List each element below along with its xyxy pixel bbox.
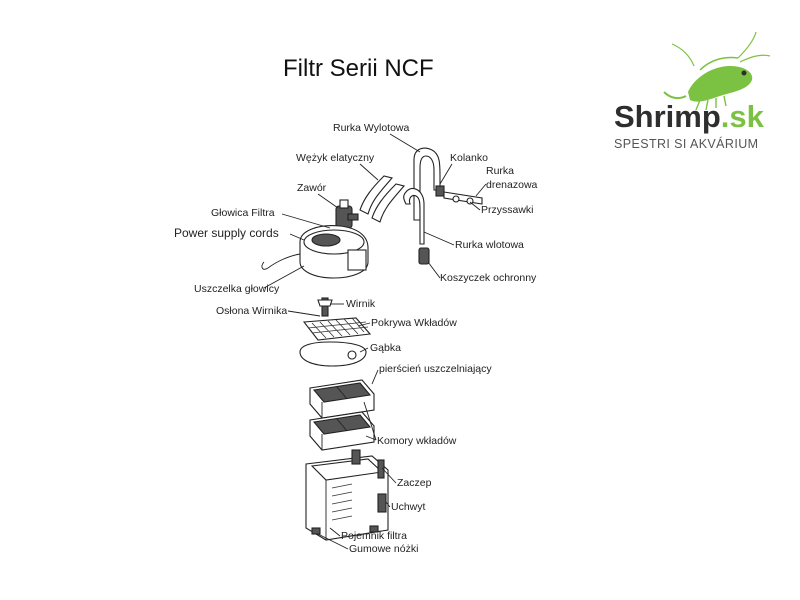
shrimp-icon bbox=[663, 31, 771, 111]
cartridge-cover bbox=[302, 317, 372, 341]
inlet-pipe bbox=[403, 187, 425, 245]
flexible-hoses bbox=[359, 175, 405, 223]
label-zawor: Zawór bbox=[297, 182, 327, 194]
label-pokrywa: Pokrywa Wkładów bbox=[371, 317, 457, 329]
intake-basket bbox=[418, 247, 430, 265]
label-nozki: Gumowe nóżki bbox=[349, 543, 418, 555]
filter-canister bbox=[305, 449, 389, 541]
label-wirnik: Wirnik bbox=[346, 298, 376, 310]
label-power: Power supply cords bbox=[174, 226, 279, 240]
impeller bbox=[317, 297, 333, 317]
label-rurka-wylotowa: Rurka Wylotowa bbox=[333, 122, 410, 134]
label-przyssawki: Przyssawki bbox=[481, 204, 534, 216]
label-glowica: Głowica Filtra bbox=[211, 207, 275, 219]
cartridge-chamber-upper bbox=[309, 379, 375, 419]
label-gabka: Gąbka bbox=[370, 342, 401, 354]
label-pierscien: pierścień uszczelniający bbox=[379, 363, 492, 375]
label-oslona: Osłona Wirnika bbox=[216, 305, 287, 317]
leader-lines bbox=[263, 133, 487, 550]
diagram-title: Filtr Serii NCF bbox=[283, 55, 434, 82]
elbow-and-drain bbox=[435, 185, 483, 205]
label-komory: Komory wkładów bbox=[377, 435, 457, 447]
logo-brand: Shrimp.sk bbox=[614, 99, 765, 134]
filter-head bbox=[261, 225, 369, 279]
label-zaczep: Zaczep bbox=[397, 477, 432, 489]
shrimp-logo: Shrimp.sk SPESTRI SI AKVÁRIUM bbox=[614, 31, 771, 151]
label-uszczelka: Uszczelka głowicy bbox=[194, 283, 280, 295]
cartridge-chamber-lower bbox=[309, 411, 375, 451]
label-uchwyt: Uchwyt bbox=[391, 501, 426, 513]
sponge bbox=[299, 341, 367, 367]
valve bbox=[335, 199, 359, 229]
outlet-pipe bbox=[413, 147, 441, 221]
label-pojemnik: Pojemnik filtra bbox=[341, 530, 407, 542]
label-kolanko: Kolanko bbox=[450, 152, 488, 164]
label-rurka-drenazowa-1: Rurka bbox=[486, 165, 514, 177]
label-koszyczek: Koszyczek ochronny bbox=[440, 272, 537, 284]
label-rurka-wlotowa: Rurka wlotowa bbox=[455, 239, 524, 251]
labels: Rurka Wylotowa Kolanko Wężyk elatyczny R… bbox=[174, 122, 538, 555]
label-wezyk: Wężyk elatyczny bbox=[296, 152, 375, 164]
label-rurka-drenazowa-2: drenazowa bbox=[486, 179, 538, 191]
logo-tagline: SPESTRI SI AKVÁRIUM bbox=[614, 136, 758, 151]
